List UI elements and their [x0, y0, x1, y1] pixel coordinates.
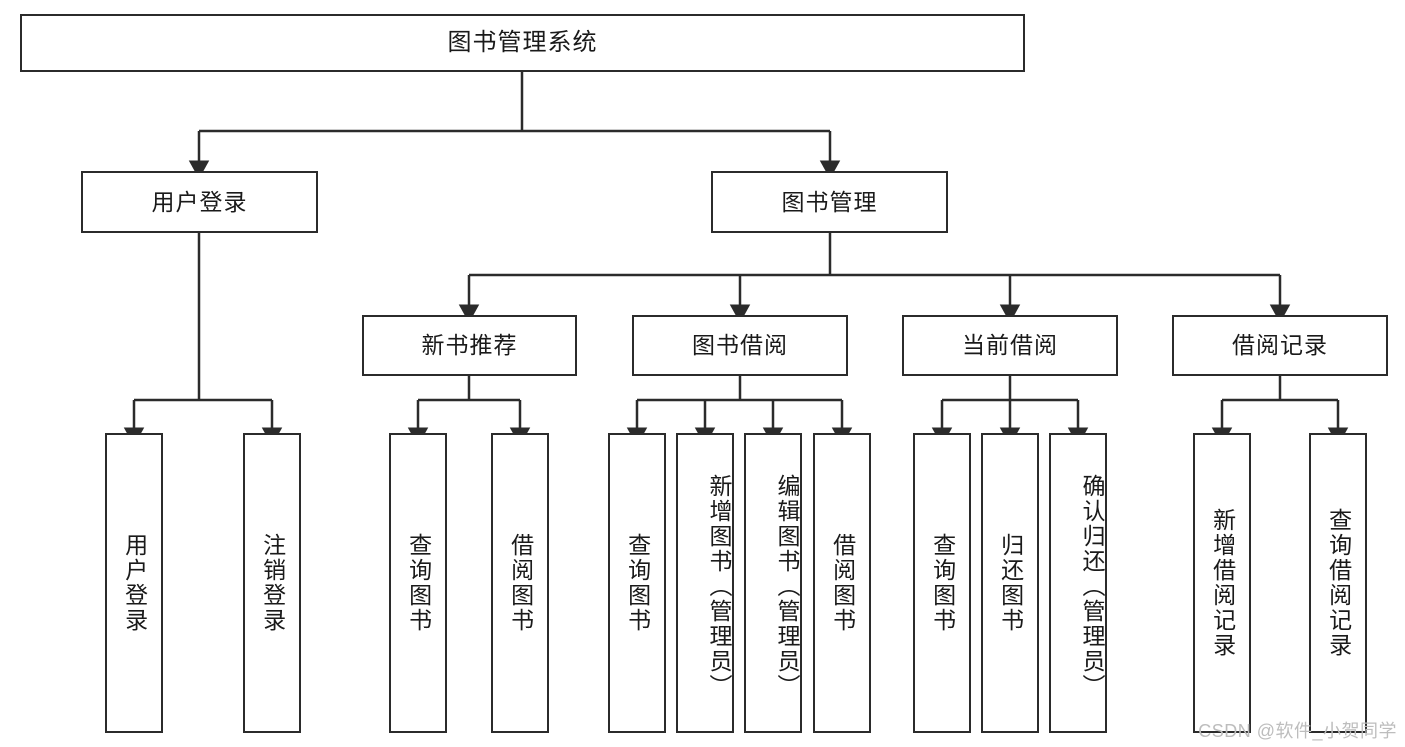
leaf-borrow-record-query[interactable]: 查询借阅记录 [1309, 433, 1367, 733]
leaf-user-login-signout[interactable]: 注销登录 [243, 433, 301, 733]
leaf-borrow-record-add[interactable]: 新增借阅记录 [1193, 433, 1251, 733]
node-borrow-record[interactable]: 借阅记录 [1172, 315, 1388, 376]
leaf-book-borrow-add-admin[interactable]: 新增图书（管理员） [676, 433, 734, 733]
leaf-new-book-query[interactable]: 查询图书 [389, 433, 447, 733]
leaf-user-login-signin[interactable]: 用户登录 [105, 433, 163, 733]
leaf-book-borrow-query[interactable]: 查询图书 [608, 433, 666, 733]
node-current-borrow[interactable]: 当前借阅 [902, 315, 1118, 376]
node-book-management[interactable]: 图书管理 [711, 171, 948, 233]
node-user-login[interactable]: 用户登录 [81, 171, 318, 233]
leaf-book-borrow-borrow[interactable]: 借阅图书 [813, 433, 871, 733]
leaf-current-borrow-confirm-admin[interactable]: 确认归还（管理员） [1049, 433, 1107, 733]
leaf-new-book-borrow[interactable]: 借阅图书 [491, 433, 549, 733]
leaf-current-borrow-return[interactable]: 归还图书 [981, 433, 1039, 733]
leaf-current-borrow-query[interactable]: 查询图书 [913, 433, 971, 733]
node-book-borrow[interactable]: 图书借阅 [632, 315, 848, 376]
node-new-book-recommend[interactable]: 新书推荐 [362, 315, 577, 376]
leaf-book-borrow-edit-admin[interactable]: 编辑图书（管理员） [744, 433, 802, 733]
node-root-system[interactable]: 图书管理系统 [20, 14, 1025, 72]
watermark-text: CSDN @软件_小贺同学 [1198, 721, 1397, 741]
